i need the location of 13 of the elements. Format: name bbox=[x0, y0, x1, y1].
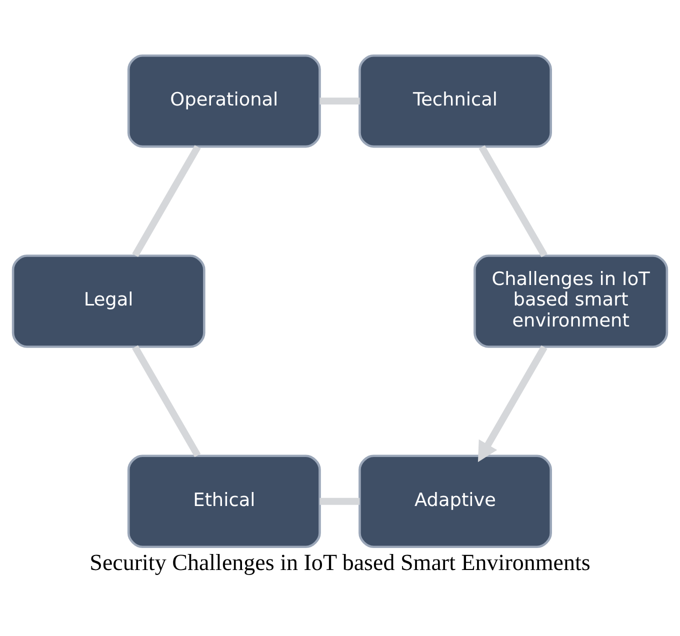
node-box: Ethical bbox=[127, 454, 321, 548]
connector bbox=[478, 144, 548, 257]
node-box: Adaptive bbox=[358, 454, 552, 548]
node-box: Operational bbox=[127, 54, 321, 148]
connector bbox=[320, 497, 360, 504]
arrow bbox=[478, 344, 548, 462]
node-box: Technical bbox=[358, 54, 552, 148]
connector bbox=[132, 144, 201, 257]
connector bbox=[132, 344, 201, 457]
connector bbox=[320, 97, 360, 104]
node-box: Challenges in IoT based smart environment bbox=[474, 254, 668, 348]
node-box: Legal bbox=[12, 254, 206, 348]
diagram-title: Security Challenges in IoT based Smart Environments bbox=[90, 548, 590, 574]
